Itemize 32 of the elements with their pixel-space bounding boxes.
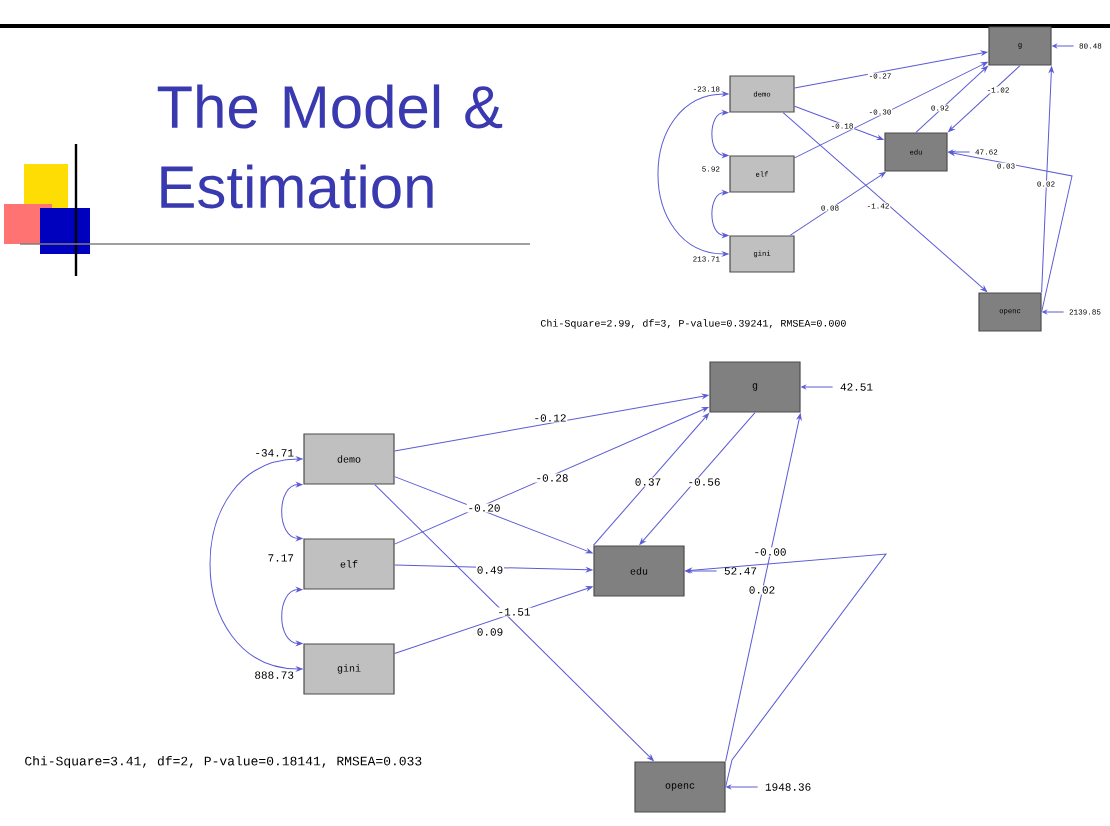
arrow [394, 476, 593, 554]
arrow [1052, 44, 1075, 48]
arrow [794, 105, 884, 141]
arrow [374, 484, 654, 761]
arrow [209, 456, 303, 672]
arrow [948, 65, 1021, 132]
arrow [915, 66, 988, 133]
arrow [1042, 310, 1065, 314]
arrow [281, 482, 303, 541]
slide-title: The Model & Estimation [157, 84, 503, 209]
arrow [1041, 66, 1054, 293]
arrow [685, 569, 718, 573]
arrow [794, 50, 988, 89]
arrow [639, 412, 756, 545]
arrow [711, 190, 729, 238]
arrow [725, 413, 802, 762]
arrow [948, 150, 971, 154]
arrow [394, 564, 593, 573]
arrow [794, 61, 988, 159]
arrow [394, 586, 593, 655]
arrow [782, 112, 988, 292]
arrow [394, 406, 709, 545]
arrow [948, 150, 1073, 313]
arrow [711, 110, 729, 158]
arrow [592, 413, 709, 546]
arrow [281, 587, 303, 646]
arrow [394, 393, 709, 452]
arrow [685, 553, 887, 788]
arrow [789, 171, 886, 236]
arrow [726, 785, 759, 789]
arrow [657, 91, 729, 257]
arrow [801, 385, 834, 389]
